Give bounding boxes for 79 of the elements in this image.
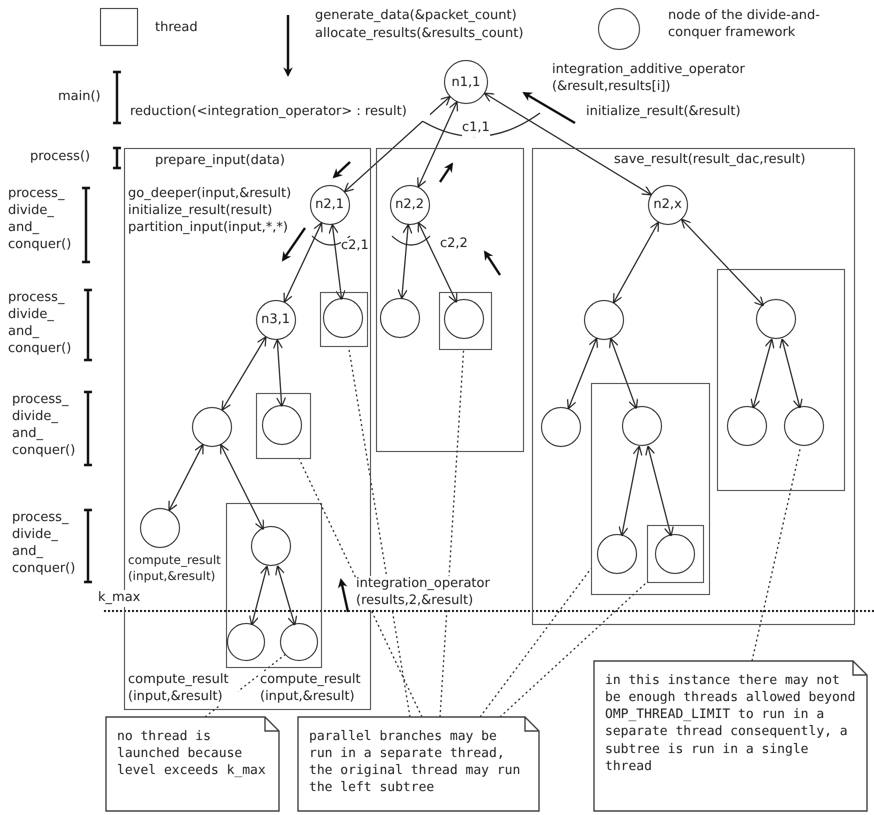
double-arrow [418, 222, 458, 303]
node-circle [727, 406, 768, 446]
node-circle [444, 60, 488, 104]
node-circle [380, 298, 420, 338]
code-annotation: reduction(<integration_operator> : result) [130, 104, 430, 121]
node-circle [227, 623, 266, 662]
code-annotation: allocate_results(&results_count) [315, 26, 524, 43]
node-circle [444, 299, 484, 340]
double-arrow [283, 222, 323, 303]
code-annotation: generate_data(&packet_count) [315, 8, 517, 25]
node-circle [654, 534, 695, 574]
node-circle [648, 184, 688, 225]
code-annotation: prepare_input(data) [155, 153, 285, 170]
node-circle [262, 405, 302, 446]
threshold-label: k_max [98, 590, 140, 607]
node-circle [140, 508, 180, 548]
double-arrow [397, 224, 413, 300]
node-circle [756, 299, 796, 340]
node-circle [280, 623, 318, 662]
node-circle [622, 406, 662, 446]
node-label: n1,1 [452, 74, 480, 90]
note-box [297, 716, 540, 812]
thread-box [226, 502, 322, 668]
node-circle [310, 184, 350, 225]
node-circle [597, 534, 638, 574]
node-circle [256, 300, 296, 340]
double-arrow [680, 218, 764, 306]
double-arrow [168, 444, 204, 512]
node-label: n2,1 [315, 197, 344, 212]
code-annotation: process() [30, 149, 90, 166]
note-box [593, 660, 868, 812]
node-circle [584, 300, 624, 340]
node-circle [540, 406, 581, 447]
code-annotation: compute_result (input,&result) [128, 553, 224, 584]
leader-line [500, 580, 648, 718]
code-annotation: initialize_result(&result) [586, 104, 741, 121]
code-annotation: compute_result (input,&result) [128, 672, 238, 706]
double-arrow [608, 338, 638, 410]
thread-box [320, 292, 368, 347]
thread-box [590, 382, 710, 595]
note-text: in this instance there may not be enough threads allowed beyond OMP_THREAD_LIMIT to run in a separate thread consequently, a subtree is run in a single thread [605, 672, 856, 775]
code-annotation: partition_input(input,*,*) [128, 220, 288, 237]
node-circle [251, 526, 292, 566]
double-arrow [344, 96, 451, 192]
code-annotation: go_deeper(input,&result) [128, 186, 292, 203]
thread-box [716, 268, 845, 491]
double-arrow [612, 222, 660, 304]
double-arrow [249, 565, 270, 626]
arc-label: c1,1 [462, 120, 490, 137]
node-label: n2,2 [395, 197, 424, 212]
double-arrow [484, 92, 652, 196]
double-arrow [645, 445, 674, 537]
double-arrow [272, 338, 286, 408]
node-label: n3,1 [261, 312, 290, 328]
thread-box [438, 292, 492, 350]
double-arrow [220, 444, 264, 530]
code-annotation: save_result(result_dac,result) [614, 152, 806, 169]
node-circle [390, 184, 430, 225]
node-circle [323, 298, 364, 338]
note-box [105, 716, 280, 812]
double-arrow [328, 224, 346, 300]
double-arrow [275, 565, 298, 626]
leader-line [298, 458, 423, 718]
double-arrow [618, 446, 643, 536]
leader-line [439, 350, 464, 718]
node-circle [192, 406, 232, 447]
double-arrow [566, 338, 598, 410]
double-arrow [779, 338, 803, 409]
note-text: parallel branches may be run in a separate thread, the original thread may run the left subtree [309, 728, 522, 797]
thread-box [256, 392, 311, 459]
leader-line [480, 568, 592, 718]
double-arrow [417, 101, 458, 188]
note-text: no thread is launched because level exceeds k_max [117, 728, 267, 780]
node-label: n2,x [653, 197, 682, 212]
double-arrow [221, 336, 267, 411]
thread-box [647, 525, 704, 584]
double-arrow [750, 338, 774, 409]
node-circle [784, 406, 824, 446]
code-annotation: initialize_result(result) [128, 203, 272, 220]
